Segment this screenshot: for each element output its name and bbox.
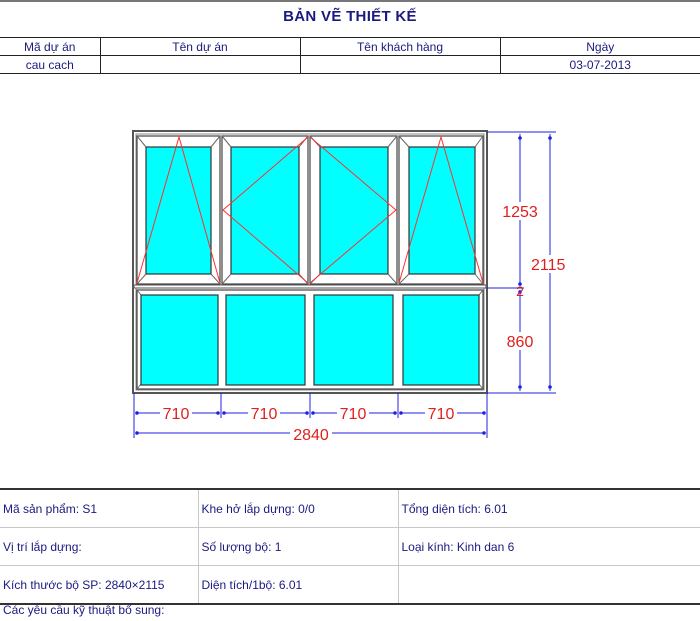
- top-sash-1: [136, 135, 221, 285]
- tilt-opening-icon: [398, 135, 484, 284]
- product-size: Kích thước bộ SP: 2840×2115: [0, 565, 199, 605]
- info-row-2: Vị trí lắp dựng: Số lượng bộ: 1 Loại kín…: [0, 527, 700, 566]
- project-name-value: [100, 55, 301, 74]
- transom-bar: [133, 284, 487, 289]
- document-title: BẢN VẼ THIẾT KẾ: [283, 8, 417, 25]
- installation-location: Vị trí lắp dựng:: [0, 527, 199, 566]
- casement-opening-icon: [222, 136, 309, 284]
- header-row-labels: Mã dự án Tên dự án Tên khách hàng Ngày: [0, 37, 700, 56]
- set-quantity: Số lượng bộ: 1: [198, 527, 399, 566]
- dim-total-height: 2115: [531, 257, 566, 274]
- dim-transom: 2: [516, 283, 524, 299]
- project-code-label: Mã dự án: [0, 37, 101, 56]
- fixed-glass-2: [225, 294, 306, 386]
- casement-opening-icon: [309, 136, 397, 284]
- dim-top-height: 1253: [502, 204, 538, 221]
- info-row-3: Kích thước bộ SP: 2840×2115 Diện tích/1b…: [0, 565, 700, 605]
- project-name-label: Tên dự án: [100, 37, 301, 56]
- dim-width-1: 710: [163, 406, 190, 423]
- top-border: [0, 0, 700, 2]
- glass-type: Loại kính: Kinh dan 6: [398, 527, 700, 566]
- dim-width-4: 710: [428, 406, 455, 423]
- additional-requirements-label: Các yêu cầu kỹ thuật bổ sung:: [3, 603, 165, 617]
- product-info-table: Mã sản phẩm: S1 Khe hở lắp dựng: 0/0 Tổn…: [0, 488, 700, 605]
- fixed-glass-1: [140, 294, 219, 386]
- date-label: Ngày: [500, 37, 700, 56]
- project-code-value: cau cach: [0, 55, 101, 74]
- tilt-opening-icon: [136, 135, 221, 284]
- dim-total-width: 2840: [293, 427, 329, 444]
- customer-name-label: Tên khách hàng: [300, 37, 501, 56]
- project-header-table: Mã dự án Tên dự án Tên khách hàng Ngày c…: [0, 37, 700, 74]
- top-sash-3: [309, 135, 398, 285]
- top-sash-2: [221, 135, 309, 285]
- customer-name-value: [300, 55, 501, 74]
- dim-width-2: 710: [251, 406, 278, 423]
- total-area: Tổng diện tích: 6.01: [398, 488, 700, 528]
- fixed-glass-4: [402, 294, 480, 386]
- installation-gap: Khe hở lắp dựng: 0/0: [198, 488, 399, 528]
- header-row-values: cau cach 03-07-2013: [0, 55, 700, 74]
- date-value: 03-07-2013: [500, 55, 700, 74]
- bottom-fixed-panels: [136, 289, 484, 390]
- empty-cell: [398, 565, 700, 605]
- fixed-glass-3: [313, 294, 394, 386]
- window-drawing: 710 710 710 710 2840 1253 2 860 2115: [132, 130, 580, 444]
- area-per-set: Diện tích/1bộ: 6.01: [198, 565, 399, 605]
- dim-bottom-height: 860: [507, 334, 534, 351]
- top-sash-4: [398, 135, 484, 285]
- info-row-1: Mã sản phẩm: S1 Khe hở lắp dựng: 0/0 Tổn…: [0, 488, 700, 528]
- dim-width-3: 710: [340, 406, 367, 423]
- product-code: Mã sản phẩm: S1: [0, 488, 199, 528]
